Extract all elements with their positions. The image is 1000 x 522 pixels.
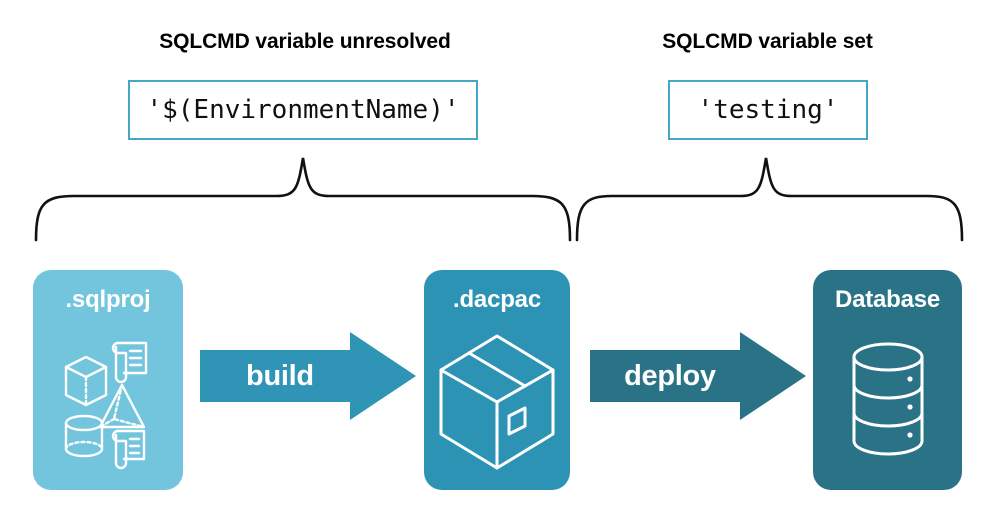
sqlcmd-variable-set-value-box: 'testing'	[668, 80, 868, 140]
brace-group	[34, 157, 964, 242]
arrow-deploy-icon	[590, 332, 806, 420]
script-scroll-icon	[111, 429, 146, 470]
sqlcmd-variable-unresolved-value-box: '$(EnvironmentName)'	[128, 80, 478, 140]
database-cylinder-icon	[813, 314, 962, 490]
stage-label-sqlproj: .sqlproj	[65, 286, 151, 313]
sql-objects-icon	[33, 314, 183, 490]
cube-icon	[64, 355, 108, 407]
stage-card-dacpac[interactable]: .dacpac	[424, 270, 570, 490]
cylinder-icon	[64, 414, 104, 458]
script-scroll-icon	[111, 341, 148, 384]
annotation-heading-right: SQLCMD variable set	[662, 30, 873, 53]
code-text-unresolved: '$(EnvironmentName)'	[146, 95, 460, 125]
annotation-heading-left: SQLCMD variable unresolved	[159, 30, 451, 53]
arrow-deploy: deploy	[590, 330, 806, 422]
stage-card-database[interactable]: Database	[813, 270, 962, 490]
left-curly-brace-icon	[34, 157, 572, 242]
code-text-set: 'testing'	[697, 95, 839, 125]
right-curly-brace-icon	[575, 157, 964, 242]
package-box-icon	[424, 314, 570, 490]
stage-label-database: Database	[834, 286, 941, 313]
arrow-build: build	[200, 330, 416, 422]
stage-label-dacpac: .dacpac	[453, 286, 541, 313]
arrow-build-icon	[200, 332, 416, 420]
stage-card-sqlproj[interactable]: .sqlproj	[33, 270, 183, 490]
